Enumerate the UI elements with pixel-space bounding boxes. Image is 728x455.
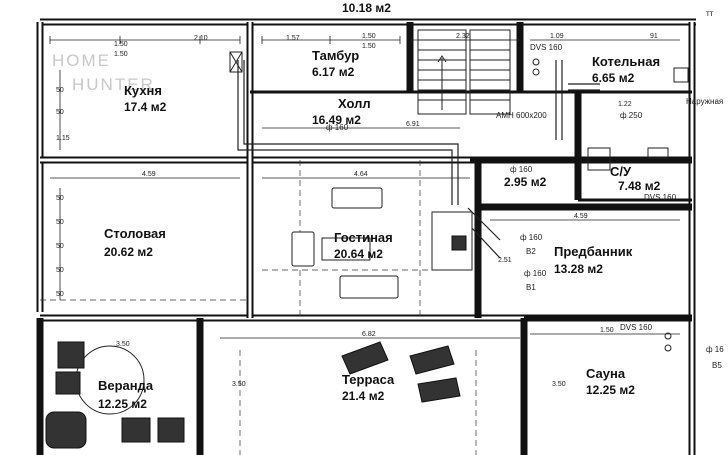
dim-1-09: 1.09 bbox=[550, 33, 564, 40]
dim-91: 91 bbox=[650, 33, 658, 40]
note-b5: B5 bbox=[712, 361, 722, 370]
note-d160-hall: ф 160 bbox=[326, 123, 349, 132]
dim-50g: 50 bbox=[56, 291, 64, 298]
dim-50c: 50 bbox=[56, 195, 64, 202]
sofa-bottom bbox=[339, 275, 399, 299]
dim-2-32: 2.32 bbox=[456, 33, 470, 40]
room-area-kitchen: 17.4 м2 bbox=[124, 100, 167, 114]
armchair bbox=[291, 231, 315, 267]
room-name-vestibule: Тамбур bbox=[312, 48, 359, 63]
room-area-vestibule: 6.17 м2 bbox=[312, 65, 355, 79]
note-d250: ф 250 bbox=[620, 111, 643, 120]
note-naruzhnaya: Наружная bbox=[686, 97, 723, 106]
terrace-lounger-1 bbox=[341, 341, 389, 375]
coffee-table bbox=[321, 237, 371, 261]
dim-1-50c: 1.50 bbox=[362, 33, 376, 40]
room-name-wc: С/У bbox=[610, 164, 632, 179]
dim-1-50b: 1.50 bbox=[114, 51, 128, 58]
dim-1-50e: 1.50 bbox=[600, 327, 614, 334]
room-name-terrace: Терраса bbox=[342, 372, 395, 387]
sofa-top bbox=[331, 187, 383, 209]
room-name-sauna: Сауна bbox=[586, 366, 626, 381]
veranda-chair-1 bbox=[57, 341, 85, 369]
dim-2-10: 2.10 bbox=[194, 35, 208, 42]
staircase bbox=[417, 29, 511, 115]
note-d160-small: ф 160 bbox=[510, 165, 533, 174]
room-area-sauna: 12.25 м2 bbox=[586, 383, 635, 397]
dim-3-50b: 3.50 bbox=[232, 381, 246, 388]
dim-50f: 50 bbox=[56, 267, 64, 274]
room-area-hall: 16.49 м2 bbox=[312, 113, 361, 127]
dim-4-64: 4.64 bbox=[354, 171, 368, 178]
terrace-lounger-3 bbox=[417, 377, 461, 403]
veranda-chair-3 bbox=[121, 417, 151, 443]
dim-1-50a: 1.50 bbox=[114, 41, 128, 48]
room-area-boiler: 6.65 м2 bbox=[592, 71, 635, 85]
room-name-pre-bath: Предбанник bbox=[554, 244, 633, 259]
room-name-veranda: Веранда bbox=[98, 378, 154, 393]
room-area-top: 10.18 м2 bbox=[342, 1, 391, 15]
room-area-pre-bath: 13.28 м2 bbox=[554, 262, 603, 276]
room-area-living: 20.64 м2 bbox=[334, 247, 383, 261]
dim-1-50d: 1.50 bbox=[362, 43, 376, 50]
room-name-living: Гостиная bbox=[334, 230, 393, 245]
note-d160-b1: ф 160 bbox=[524, 269, 547, 278]
note-b2: B2 bbox=[526, 247, 536, 256]
note-b1: B1 bbox=[526, 283, 536, 292]
dim-1-22: 1.22 bbox=[618, 101, 632, 108]
watermark-line2: HUNTER bbox=[72, 75, 155, 94]
room-name-kitchen: Кухня bbox=[124, 83, 162, 98]
room-labels: 10.18 м2 Кухня 17.4 м2 Тамбур 6.17 м2 Хо… bbox=[98, 1, 661, 411]
note-tt: тт bbox=[706, 9, 714, 18]
dim-50a: 50 bbox=[56, 87, 64, 94]
furniture bbox=[45, 187, 473, 449]
room-area-small: 2.95 м2 bbox=[504, 175, 547, 189]
dimension-labels: 1.50 2.10 1.50 1.57 1.50 1.50 2.32 1.09 … bbox=[56, 33, 658, 388]
room-name-hall: Холл bbox=[338, 96, 371, 111]
dim-1-57: 1.57 bbox=[286, 35, 300, 42]
dim-3-50c: 3.50 bbox=[552, 381, 566, 388]
note-amn: АМН 600х200 bbox=[496, 111, 547, 120]
dim-3-50a: 3.50 bbox=[116, 341, 130, 348]
dim-50b: 50 bbox=[56, 109, 64, 116]
note-dvs-top: DVS 160 bbox=[530, 43, 563, 52]
dim-6-82: 6.82 bbox=[362, 331, 376, 338]
room-area-veranda: 12.25 м2 bbox=[98, 397, 147, 411]
note-dvs-right: DVS 160 bbox=[644, 193, 677, 202]
stove-icon bbox=[451, 235, 467, 251]
room-area-wc: 7.48 м2 bbox=[618, 179, 661, 193]
note-dvs-sauna: DVS 160 bbox=[620, 323, 653, 332]
walls bbox=[36, 18, 696, 455]
dim-2-51: 2.51 bbox=[498, 257, 512, 264]
watermark: HOME HUNTER bbox=[52, 51, 155, 94]
veranda-chair-4 bbox=[157, 417, 185, 443]
room-name-dining: Столовая bbox=[104, 226, 166, 241]
room-area-terrace: 21.4 м2 bbox=[342, 389, 385, 403]
veranda-chair-2 bbox=[55, 371, 81, 395]
annotations: DVS 160 DVS 160 DVS 160 АМН 600х200 Нару… bbox=[326, 9, 724, 370]
dim-4-59b: 4.59 bbox=[574, 213, 588, 220]
dim-1-15: 1.15 bbox=[56, 135, 70, 142]
dim-4-59a: 4.59 bbox=[142, 171, 156, 178]
ventilation-pipes bbox=[229, 51, 689, 352]
room-name-boiler: Котельная bbox=[592, 54, 660, 69]
dim-50d: 50 bbox=[56, 219, 64, 226]
watermark-line1: HOME bbox=[52, 51, 111, 70]
dim-6-91: 6.91 bbox=[406, 121, 420, 128]
dim-50e: 50 bbox=[56, 243, 64, 250]
note-d16-b5: ф 16 bbox=[706, 345, 724, 354]
veranda-chair-5 bbox=[45, 411, 87, 449]
note-d160-b2: ф 160 bbox=[520, 233, 543, 242]
terrace-lounger-2 bbox=[409, 345, 455, 375]
room-area-dining: 20.62 м2 bbox=[104, 245, 153, 259]
